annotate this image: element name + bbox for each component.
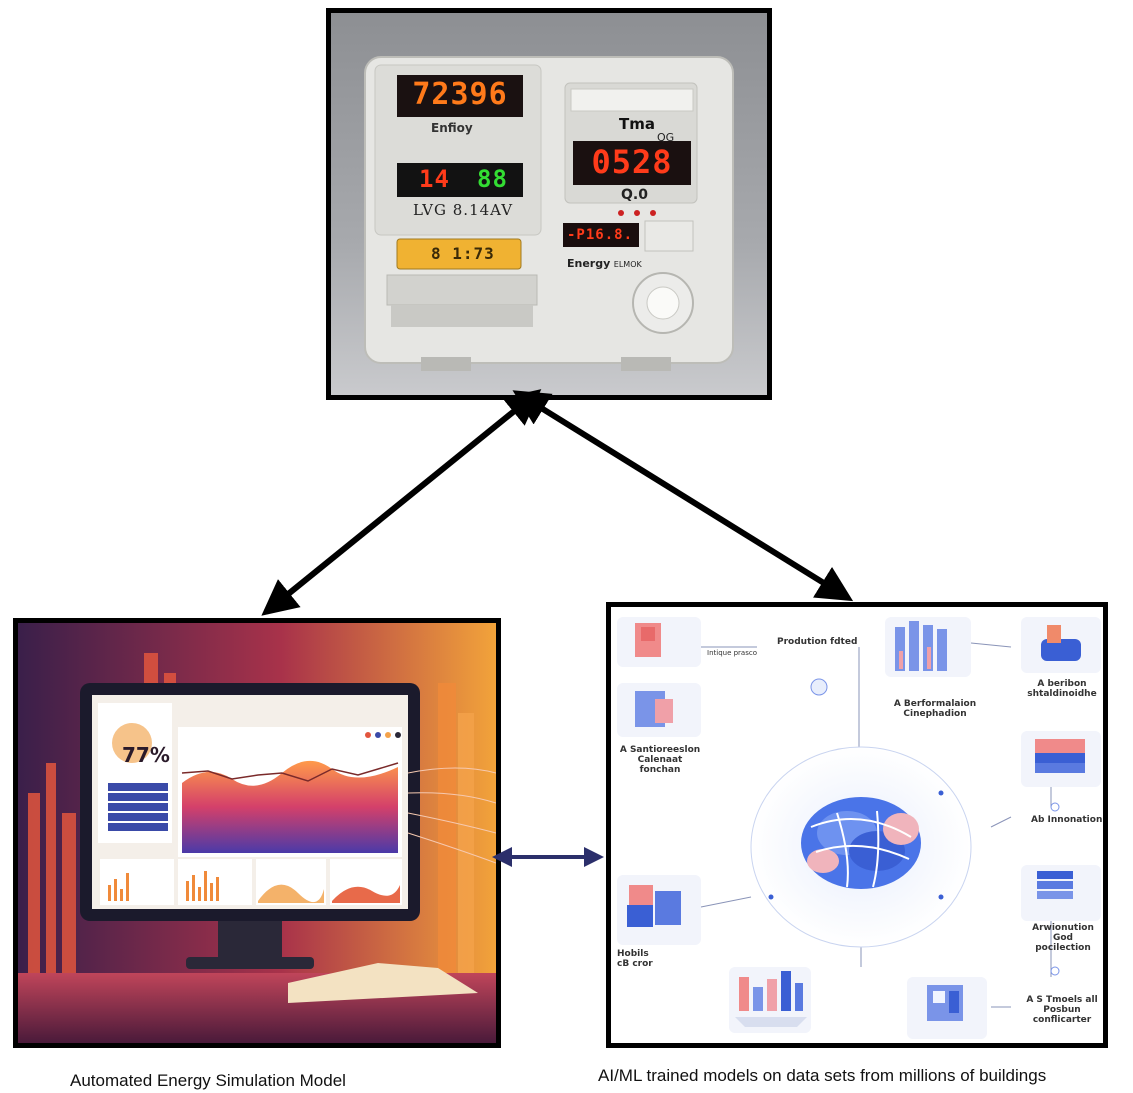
- right-display: [573, 141, 691, 185]
- left-small-label: Intique prasco: [707, 649, 757, 657]
- amber-display-value: 8 1:73: [431, 244, 495, 263]
- q0-label: Q.0: [621, 187, 648, 203]
- mid-display: [397, 163, 523, 197]
- top-label: Prodution fdted: [777, 637, 858, 647]
- energy-label-bold: Energy: [567, 257, 611, 270]
- box-label-5: Arwionution God pocilection: [1032, 923, 1094, 953]
- energy-label: Energy ELMOK: [567, 257, 642, 270]
- amber-display: [396, 238, 522, 270]
- caption-simulation-model: Automated Energy Simulation Model: [70, 1071, 346, 1090]
- model-label: LVG 8.14AV: [413, 201, 514, 219]
- brand-small-label: Enfioy: [431, 121, 473, 135]
- box-label-1: A Berformalaion Cinephadion: [893, 699, 977, 719]
- right-display-value: 0528: [591, 143, 673, 181]
- box-label-2: A Santioreeslon Calenaat fonchan: [619, 745, 701, 775]
- box-label-3: A beribon shtaldinoidhe: [1027, 679, 1097, 699]
- brain-illustration: [801, 797, 921, 889]
- small-red-display-value: -P16.8.: [567, 227, 634, 243]
- tma-label: Tma: [619, 115, 655, 133]
- small-red-display: [563, 223, 639, 247]
- box-label-7: A S Tmoels all Posbun conflicarter: [1026, 995, 1098, 1025]
- box-label-4: Ab Innonation: [1031, 815, 1103, 825]
- top-display: [397, 75, 523, 117]
- arrow-meter-to-simulation: [261, 389, 542, 616]
- energy-label-sub: ELMOK: [613, 260, 642, 269]
- mid-display-right: 88: [477, 165, 508, 193]
- energy-meter-illustration: [364, 56, 734, 371]
- top-display-value: 72396: [412, 77, 508, 112]
- mid-display-left: 14: [419, 165, 450, 193]
- arrow-meter-to-ai: [512, 390, 854, 602]
- box-label-6: Hobils cB cror: [617, 949, 653, 969]
- energy-meter-image: 72396 Enfioy 14 88 LVG 8.14AV 8 1:73 Tma…: [326, 8, 772, 400]
- ai-ml-models-image: Prodution fdted Intique prasco A Berform…: [606, 602, 1108, 1048]
- caption-ai-ml-models: AI/ML trained models on data sets from m…: [598, 1066, 1047, 1085]
- simulation-illustration: [18, 623, 496, 1043]
- simulation-percent: 77%: [122, 743, 170, 767]
- qg-label: QG: [657, 131, 675, 144]
- ai-ml-illustration: [617, 617, 1101, 1039]
- simulation-model-image: 77%: [13, 618, 501, 1048]
